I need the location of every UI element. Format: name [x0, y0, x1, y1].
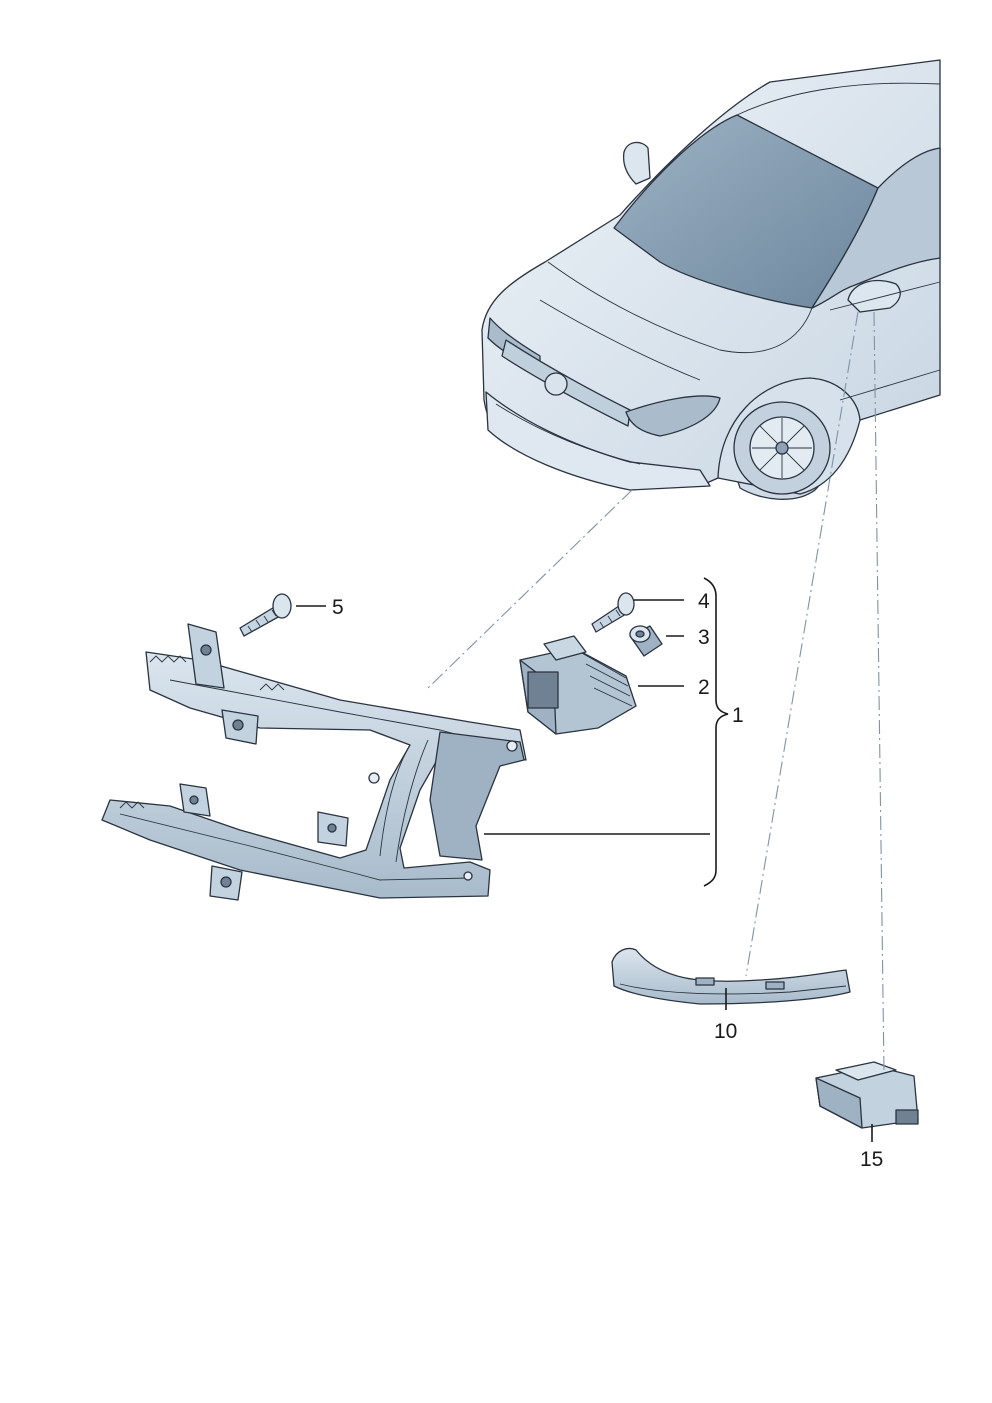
callout-5: 5 [332, 596, 344, 619]
vehicle-front-view [481, 59, 941, 500]
callout-10: 10 [714, 1020, 737, 1043]
callout-2: 2 [698, 676, 710, 699]
module-15 [815, 1061, 919, 1129]
screw-4 [591, 592, 635, 633]
callout-leaders [296, 577, 873, 1142]
callout-4: 4 [698, 590, 710, 613]
callout-1: 1 [732, 704, 744, 727]
callout-15: 15 [860, 1148, 883, 1171]
trim-strip-10 [611, 947, 851, 1005]
spacer-3 [629, 625, 663, 657]
callout-labels: 5 4 3 2 1 10 15 [332, 590, 883, 1171]
mirror-left [622, 141, 651, 185]
mirror-right [847, 279, 901, 313]
badge [544, 372, 568, 396]
reference-dash-lines [427, 311, 885, 1073]
bumper-grille-bracket [101, 623, 527, 901]
sensor-housing-2 [519, 635, 637, 735]
screw-5 [239, 593, 292, 637]
callout-3: 3 [698, 626, 710, 649]
